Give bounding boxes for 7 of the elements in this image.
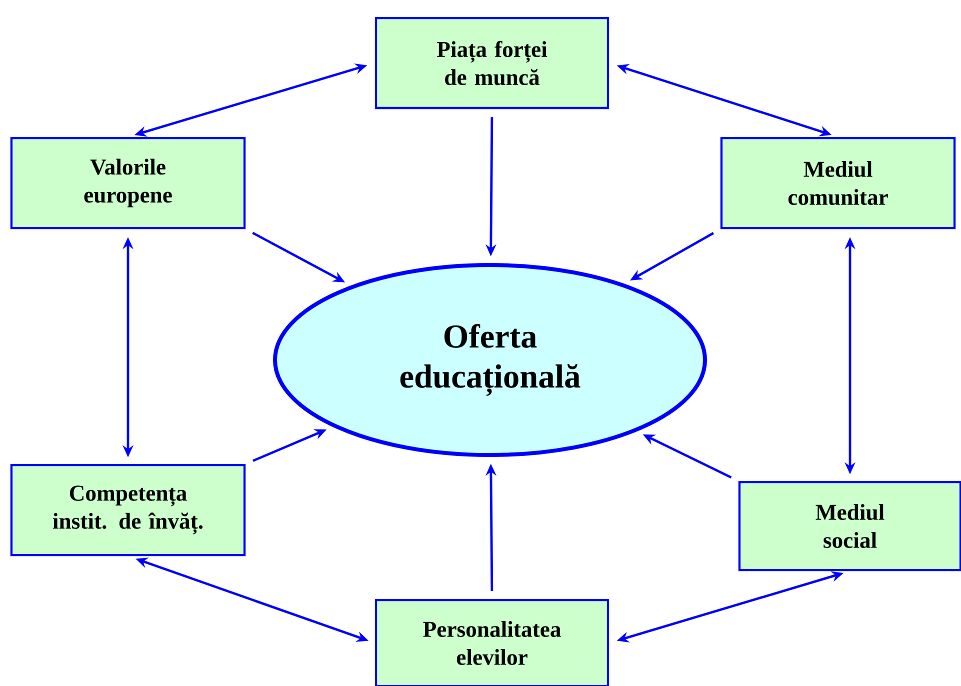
process-box: Mediul social xyxy=(738,480,961,572)
process-box: Personalitatea elevilor xyxy=(374,598,610,686)
oval: Oferta educațională xyxy=(273,263,707,457)
process-box: Piața forței de muncă xyxy=(374,16,610,110)
process-box: Mediul comunitar xyxy=(720,136,956,230)
process-box: Competența instit. de învăț. xyxy=(10,464,246,556)
process-box: Valorile europene xyxy=(10,136,246,230)
